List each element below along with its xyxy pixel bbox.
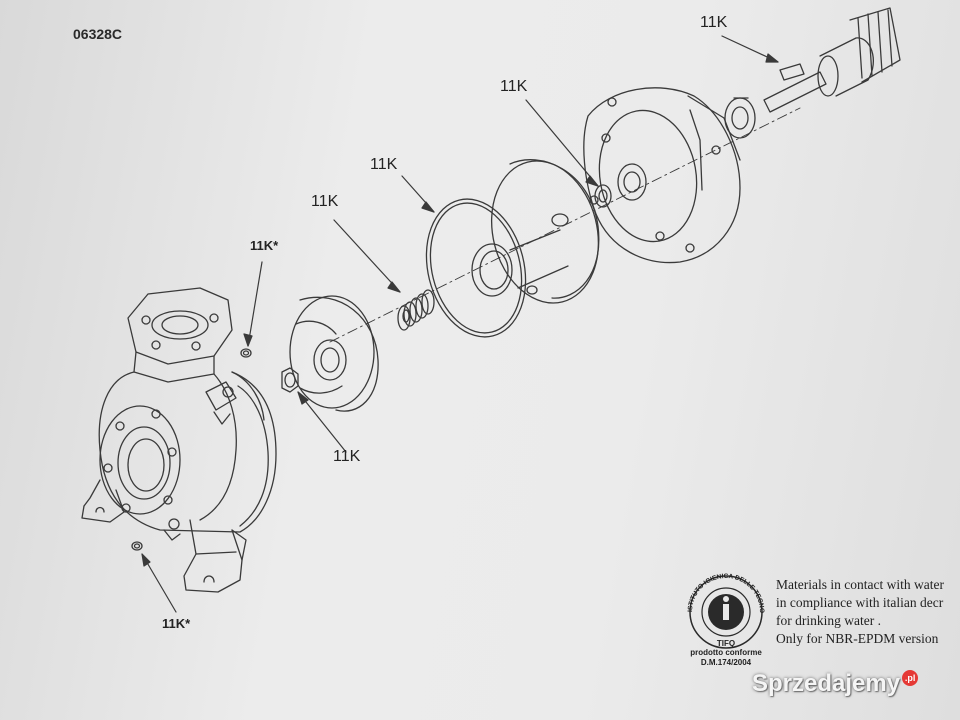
motor-bracket (583, 87, 741, 264)
materials-line-1: Materials in contact with water (776, 577, 944, 592)
watermark: Sprzedajemy.pl (752, 670, 919, 698)
seal-cover-plate (471, 159, 600, 304)
materials-note: Materials in contact with water in compl… (776, 576, 960, 648)
callout-mech-seal-seat: 11K (500, 78, 528, 95)
callout-impeller-nut: 11K (333, 448, 361, 465)
watermark-text: Sprzedajemy (752, 670, 901, 697)
callout-mech-seal: 11K (311, 193, 339, 210)
plug-oring-top (240, 348, 252, 358)
seal-caption-line1: prodotto conforme (690, 648, 762, 657)
seal-name: TIFQ (717, 639, 735, 648)
pump-casing (81, 287, 277, 593)
materials-line-2: in compliance with italian decr (776, 595, 944, 610)
impeller (289, 295, 379, 412)
document-code: 06328C (73, 26, 123, 42)
tifo-certification-seal: ISTITUTO IGIENICA DELLE TECNOLOGIE ALIME… (676, 568, 765, 649)
watermark-tld-badge: .pl (902, 670, 919, 686)
seal-caption-line2: D.M.174/2004 (700, 658, 752, 667)
callout-shaft: 11K (700, 14, 728, 31)
mechanical-seal (397, 289, 435, 331)
leader-lines (141, 35, 779, 613)
bearing (724, 97, 756, 139)
callout-o-ring: 11K (370, 156, 398, 173)
callout-plug-bottom: 11K* (162, 616, 191, 631)
large-o-ring (425, 198, 527, 338)
callout-plug-top: 11K* (250, 238, 279, 253)
shaft-rotor (763, 7, 901, 113)
materials-line-4: Only for NBR-EPDM version (776, 631, 939, 646)
plug-oring-bottom (131, 541, 143, 551)
materials-line-3: for drinking water . (776, 613, 881, 628)
seal-caption: prodotto conforme D.M.174/2004 (676, 648, 776, 668)
